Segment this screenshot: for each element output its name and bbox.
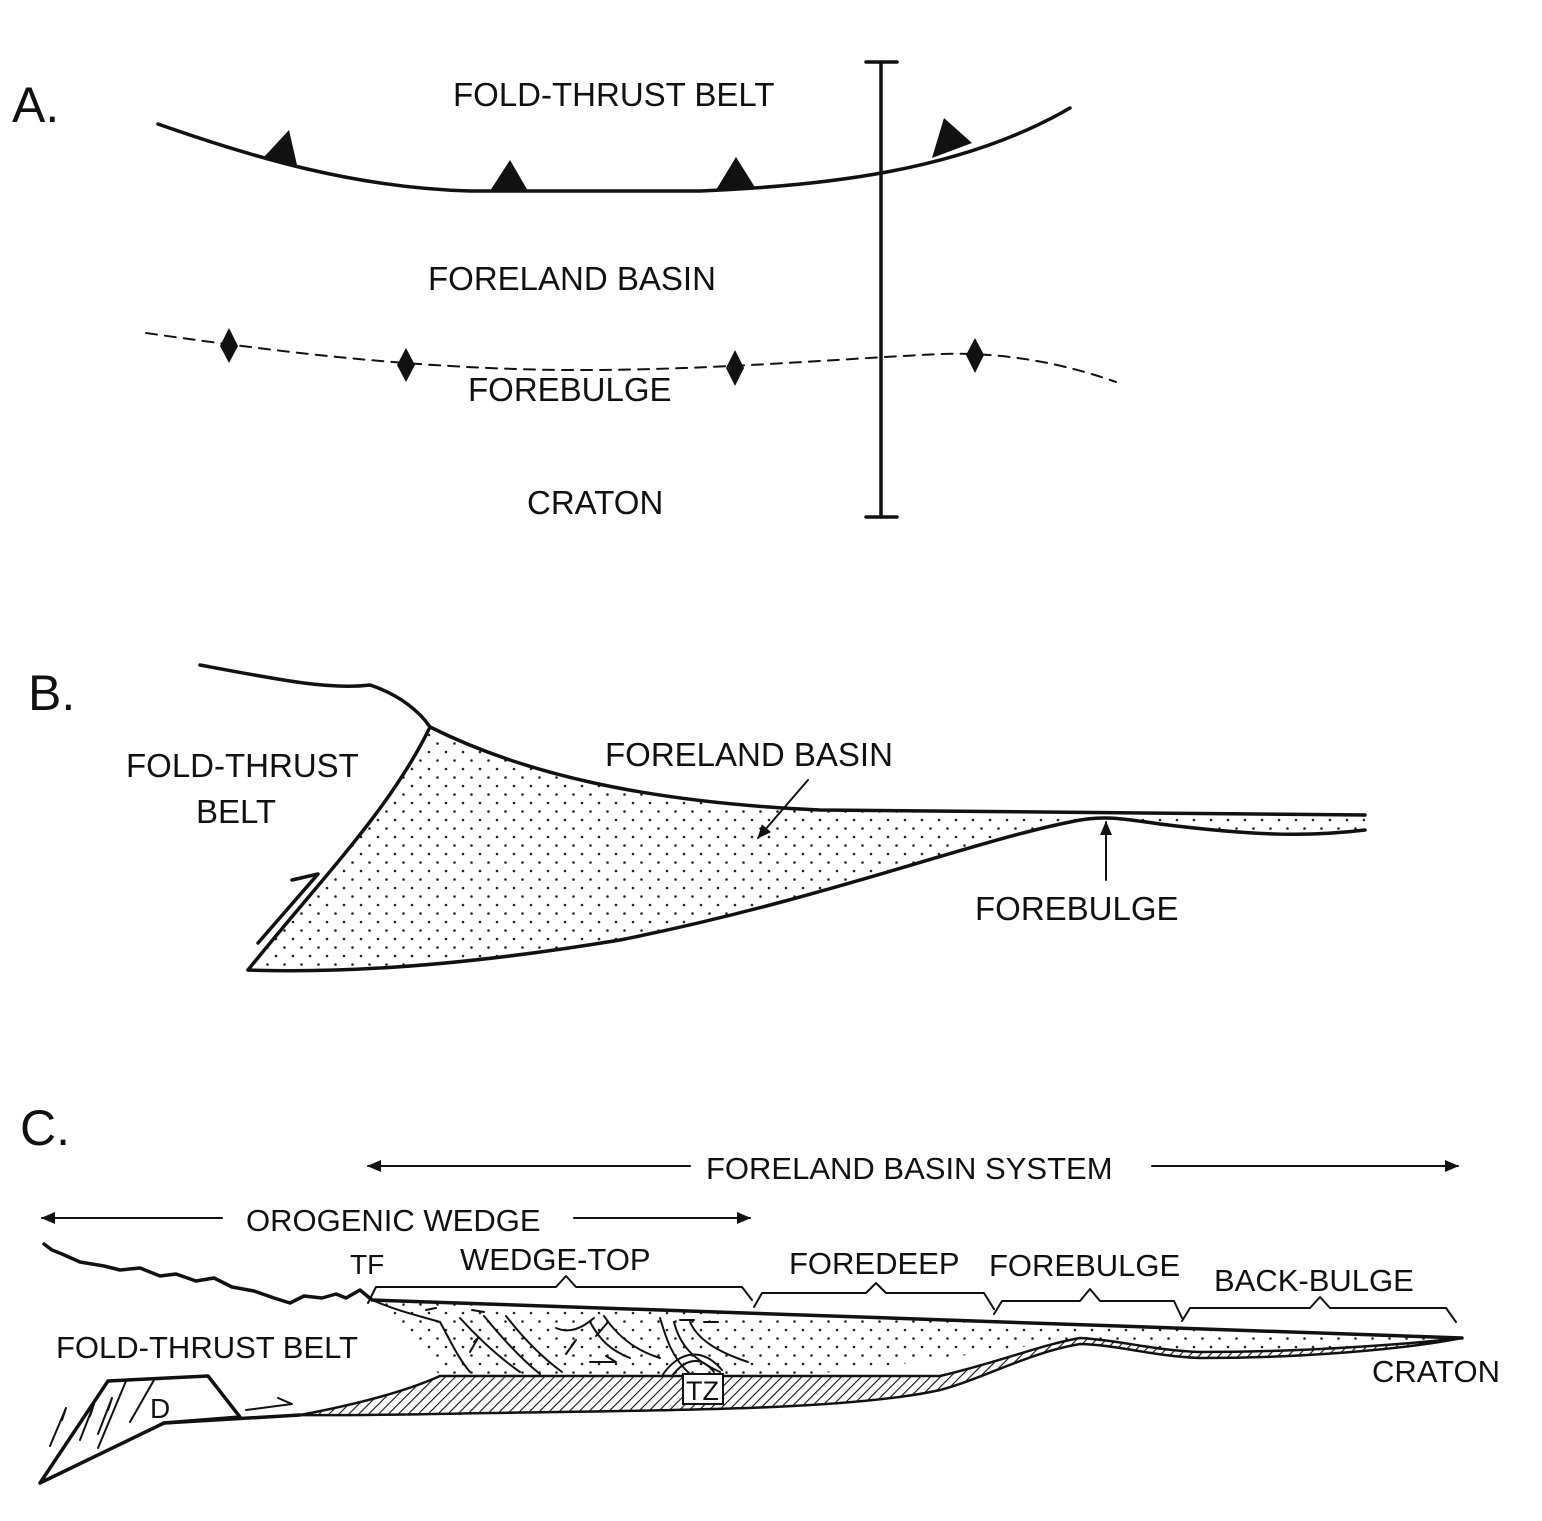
foreland-basin-fill (248, 727, 1365, 971)
b-fold-thrust-label: FOLD-THRUST (126, 747, 359, 784)
fault-motion-arrows (49, 1397, 113, 1447)
thrust-fault-line (246, 725, 432, 972)
panel-a-letter: A. (12, 77, 59, 133)
foredeep-brace (753, 1282, 995, 1310)
fold-thrust-belt-block (38, 1374, 242, 1485)
c-foredeep-label: FOREDEEP (789, 1246, 960, 1281)
panel-c: C. FORELAND BASIN SYSTEM OROGENIC WEDGE … (20, 1100, 1500, 1485)
b-foreland-basin-arrow (757, 779, 809, 839)
c-fold-thrust-belt-label: FOLD-THRUST BELT (56, 1330, 358, 1365)
c-wedge-top-label: WEDGE-TOP (460, 1242, 651, 1277)
c-tf-label: TF (350, 1249, 384, 1280)
wedge-top-structures (371, 1299, 749, 1377)
tz-box (682, 1373, 724, 1405)
thrust-line-1 (97, 1380, 127, 1449)
c-tz-label: TZ (686, 1376, 719, 1406)
topography-line (198, 663, 1367, 817)
b-foreland-basin-label: FORELAND BASIN (605, 736, 893, 773)
forebulge-axis-diamonds (220, 328, 984, 386)
decollement-line (162, 1413, 302, 1425)
cross-section-line (864, 60, 899, 519)
c-orogenic-wedge-label: OROGENIC WEDGE (246, 1203, 541, 1238)
panel-b-letter: B. (28, 665, 75, 721)
back-bulge-brace (1181, 1296, 1457, 1323)
a-forebulge-label: FOREBULGE (468, 371, 672, 408)
foreland-basin-system-fill (372, 1300, 1462, 1378)
a-foreland-basin-label: FORELAND BASIN (428, 260, 716, 297)
basin-base-line (246, 816, 1367, 973)
thrust-front-line (156, 106, 1072, 193)
panel-a: A. FOLD-THRUST BELT FORELAND BASIN FOREB… (12, 60, 1117, 521)
c-foreland-basin-system-label: FORELAND BASIN SYSTEM (706, 1151, 1113, 1186)
forebulge-axis-line (145, 332, 1117, 383)
c-craton-label: CRATON (1372, 1354, 1500, 1389)
panel-b: B. FOLD-THRUST BELT FORELAND BASIN FOREB… (28, 663, 1367, 973)
transport-arrow (245, 1397, 293, 1411)
basement-hatched-layer (299, 1336, 1463, 1417)
c-topography-line (42, 1242, 1464, 1340)
thrust-line-2 (129, 1379, 155, 1423)
forebulge-brace (993, 1288, 1183, 1319)
c-back-bulge-label: BACK-BULGE (1214, 1263, 1414, 1298)
fault-motion-arrow (256, 872, 320, 945)
a-craton-label: CRATON (527, 484, 663, 521)
c-d-label: D (150, 1393, 170, 1424)
b-belt-label: BELT (196, 793, 276, 830)
a-fold-thrust-belt-label: FOLD-THRUST BELT (453, 76, 774, 113)
b-forebulge-label: FOREBULGE (975, 890, 1179, 927)
c-forebulge-label: FOREBULGE (989, 1248, 1180, 1283)
panel-c-letter: C. (20, 1100, 70, 1156)
thrust-teeth (264, 118, 972, 191)
wedge-top-brace (367, 1275, 753, 1304)
